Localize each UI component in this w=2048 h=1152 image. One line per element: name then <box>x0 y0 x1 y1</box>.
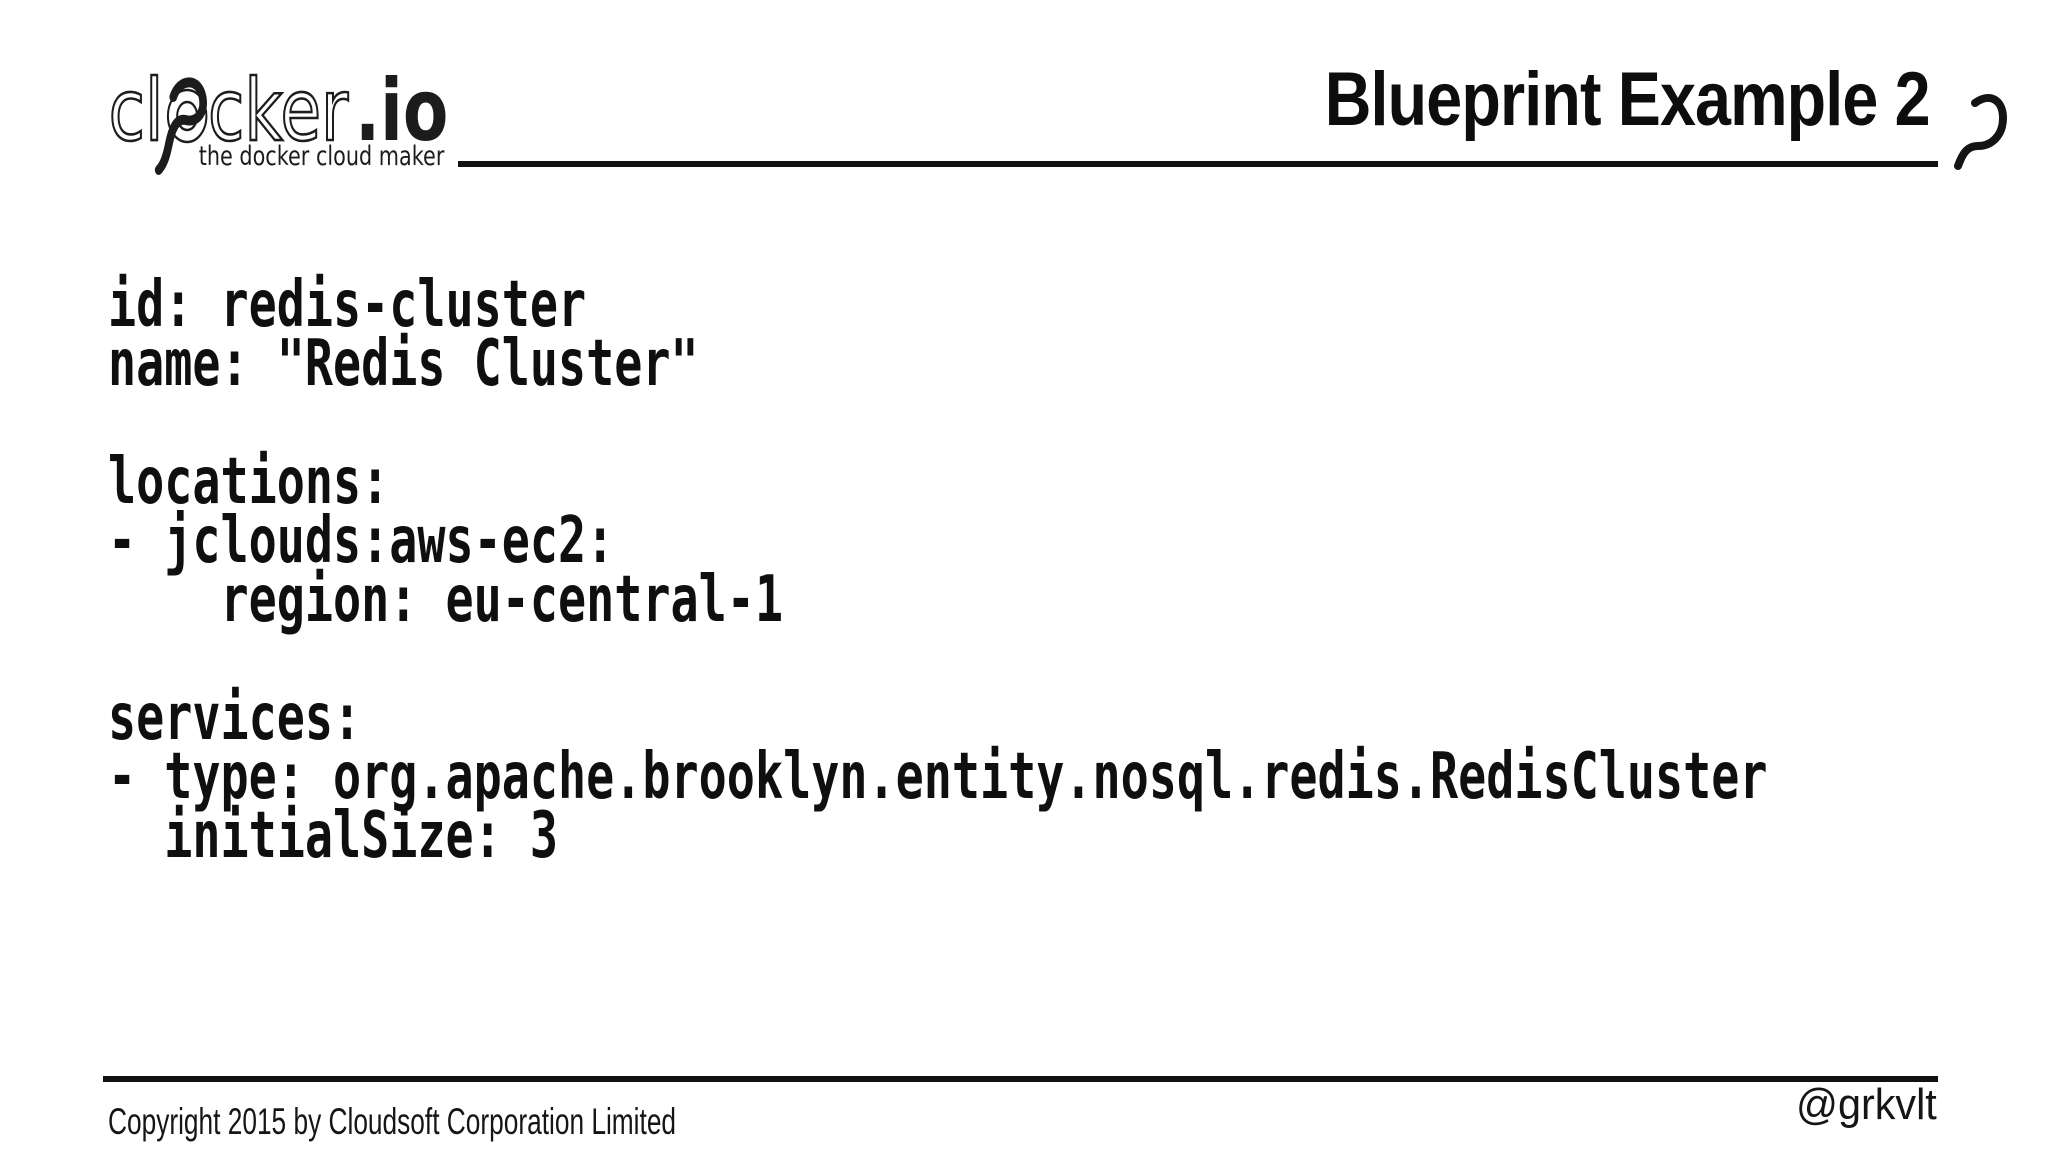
header-rule <box>458 161 1938 167</box>
copyright-text: Copyright 2015 by Cloudsoft Corporation … <box>108 1101 677 1142</box>
twitter-handle: @grkvlt <box>1796 1080 1937 1129</box>
title-swoosh-icon <box>1950 90 2008 174</box>
logo-text-cl: cl <box>109 62 164 162</box>
logo-text-io: .io <box>355 62 448 162</box>
page-title: Blueprint Example 2 <box>1325 57 1931 142</box>
clocker-logo-icon: cl cker .io the docker cloud maker <box>107 60 448 175</box>
logo-tagline: the docker cloud maker <box>199 140 445 171</box>
footer-rule <box>103 1076 1938 1082</box>
logo-text-cker: cker <box>208 62 349 162</box>
logo-swoosh-icon <box>154 77 207 175</box>
yaml-code-block: id: redis-cluster name: "Redis Cluster" … <box>108 268 1768 873</box>
clocker-logo: cl cker .io the docker cloud maker <box>104 52 449 182</box>
